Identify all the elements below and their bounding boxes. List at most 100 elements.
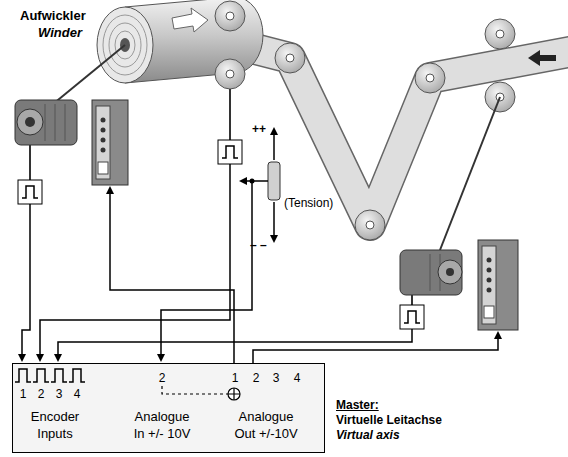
rollers bbox=[226, 70, 234, 78]
wire-arrowheads bbox=[106, 186, 114, 194]
line-drive bbox=[484, 306, 494, 318]
line-drive bbox=[487, 268, 492, 273]
part-name: Winder bbox=[38, 25, 82, 40]
dancer-sensor bbox=[270, 127, 278, 135]
line-drive bbox=[487, 278, 492, 283]
encoder-symbols bbox=[18, 140, 424, 329]
channel-number: 1 bbox=[228, 370, 242, 387]
rollers bbox=[275, 43, 305, 73]
encoder-symbols bbox=[404, 311, 420, 323]
rollers bbox=[415, 63, 445, 93]
line-motor bbox=[400, 250, 462, 295]
winder-motor bbox=[17, 109, 43, 135]
port-name: Analogue Out +/-10V bbox=[231, 408, 301, 442]
line-drive bbox=[478, 240, 518, 330]
channel-number: 4 bbox=[290, 370, 304, 387]
wire-arrowheads bbox=[36, 354, 44, 362]
shafts bbox=[29, 145, 31, 180]
pulse-symbol bbox=[69, 369, 85, 382]
summing-point bbox=[228, 388, 240, 400]
line-motor bbox=[438, 260, 462, 284]
rollers bbox=[426, 74, 434, 82]
signal-wires bbox=[161, 181, 252, 354]
winder-drive bbox=[101, 118, 106, 123]
channel-number: 3 bbox=[52, 386, 66, 403]
wire-arrowheads bbox=[18, 186, 502, 362]
line-motor bbox=[446, 268, 454, 276]
channel-number: 2 bbox=[249, 370, 263, 387]
channel-number: 2 bbox=[155, 370, 169, 387]
encoder-symbols bbox=[222, 146, 238, 158]
rollers bbox=[496, 30, 504, 38]
note-text: Virtuelle Leitachse bbox=[336, 413, 442, 428]
winder-drive bbox=[92, 100, 128, 185]
signal-wires bbox=[110, 193, 234, 363]
signal-wires bbox=[253, 338, 498, 363]
winder-drive bbox=[101, 128, 106, 133]
encoder-symbols bbox=[22, 186, 38, 198]
winder-drive bbox=[98, 162, 108, 174]
channel-number: 2 bbox=[34, 386, 48, 403]
encoder-symbols bbox=[18, 180, 42, 204]
summing-point bbox=[228, 388, 240, 400]
pulse-symbol bbox=[33, 369, 49, 382]
note-heading: Master: bbox=[336, 398, 379, 413]
winder-motor bbox=[55, 104, 56, 141]
dancer-sensor bbox=[273, 202, 275, 236]
wire-arrowheads bbox=[18, 354, 26, 362]
winder-motor bbox=[25, 117, 35, 127]
channel-number: 1 bbox=[16, 386, 30, 403]
note-text: Virtual axis bbox=[336, 428, 400, 443]
rollers bbox=[485, 19, 515, 49]
rollers bbox=[355, 210, 385, 240]
signal-wires bbox=[22, 164, 498, 363]
wire-arrowheads bbox=[494, 331, 502, 339]
line-drive bbox=[478, 240, 518, 330]
direction-sign: ++ bbox=[252, 122, 266, 137]
dancer-sensor bbox=[268, 162, 280, 200]
winder-drive bbox=[101, 148, 106, 153]
rollers bbox=[215, 1, 515, 240]
dancer-sensor bbox=[246, 180, 268, 182]
shafts bbox=[411, 295, 413, 305]
summing-link bbox=[162, 386, 228, 394]
winder-motor bbox=[15, 100, 77, 145]
winder-motor bbox=[65, 104, 66, 141]
pulse-symbol bbox=[51, 369, 67, 382]
channel-number: 4 bbox=[70, 386, 84, 403]
port-name: Encoder Inputs bbox=[23, 408, 87, 442]
winder-drive bbox=[92, 100, 128, 185]
channel-number: 3 bbox=[269, 370, 283, 387]
winder-drive bbox=[96, 106, 110, 179]
winder-drive bbox=[101, 138, 106, 143]
signal-name: (Tension) bbox=[284, 196, 333, 211]
pulse-symbol bbox=[15, 369, 31, 382]
winder-motor bbox=[45, 104, 46, 141]
line-motor bbox=[430, 254, 431, 291]
dancer-sensor bbox=[273, 134, 275, 160]
controller-box: 1234Encoder Inputs2Analogue In +/- 10V12… bbox=[12, 363, 325, 453]
line-motor bbox=[400, 250, 462, 295]
dancer-sensor bbox=[239, 177, 247, 185]
web-band bbox=[528, 50, 556, 66]
part-name: Aufwickler bbox=[20, 8, 86, 23]
rollers bbox=[366, 221, 374, 229]
encoder-symbols bbox=[400, 305, 424, 329]
dancer-sensor bbox=[270, 235, 278, 243]
dancer-sensor bbox=[239, 127, 280, 243]
wire-arrowheads bbox=[54, 354, 62, 362]
shafts bbox=[440, 97, 500, 250]
encoder-symbols bbox=[218, 140, 242, 164]
line-drive bbox=[487, 258, 492, 263]
line-drive bbox=[482, 246, 496, 324]
rollers bbox=[215, 1, 245, 31]
line-drive bbox=[487, 288, 492, 293]
port-name: Analogue In +/- 10V bbox=[131, 408, 193, 442]
direction-sign: – – bbox=[250, 238, 267, 253]
rollers bbox=[226, 12, 234, 20]
shafts bbox=[30, 45, 500, 305]
winder-roll bbox=[172, 8, 208, 32]
rollers bbox=[286, 54, 294, 62]
shafts bbox=[229, 89, 231, 140]
